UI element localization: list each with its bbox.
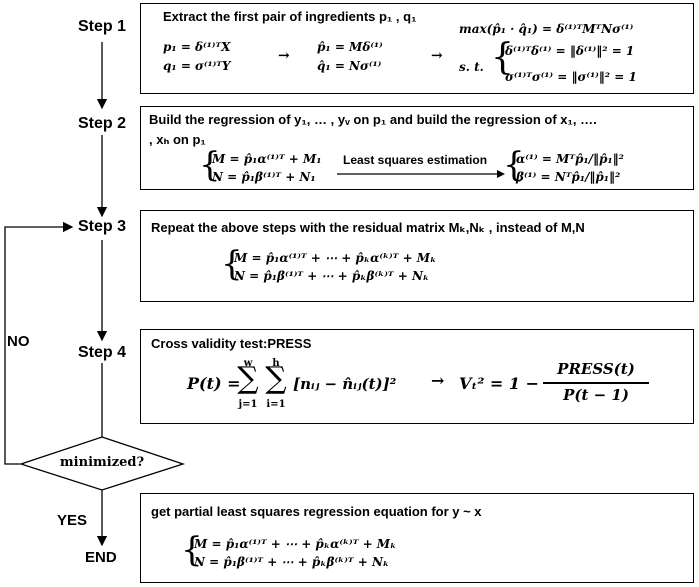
eq-v-numerator: PRESS(t) (557, 360, 635, 378)
sum-lower-i: i=1 (266, 399, 286, 410)
brace-2a: { (199, 145, 221, 185)
step-4-title: Cross validity test:PRESS (151, 336, 312, 351)
step-3-label: Step 3 (78, 218, 127, 235)
eq-p1-hat: p̂₁ = Mδ⁽¹⁾ (317, 40, 383, 54)
brace-1: { (491, 37, 514, 78)
eq-beta: β⁽¹⁾ = Nᵀp̂₁/‖p̂₁‖² (516, 170, 621, 184)
arrow-glyph-2: → (431, 48, 443, 64)
decision-label: minimized? (59, 455, 145, 470)
eq-v-denominator: P(t − 1) (563, 386, 629, 404)
sum-lower-j: j=1 (238, 399, 258, 410)
eq-max: max(p̂₁ · q̂₁) = δ⁽¹⁾ᵀMᵀNσ⁽¹⁾ (459, 22, 634, 36)
sum-upper-w: w (243, 358, 253, 369)
eq-n-step2: N = p̂₁β⁽¹⁾ᵀ + N₁ (212, 170, 316, 184)
eq-v-lhs: Vₜ² = 1 − (459, 374, 540, 393)
step-4-box: Cross validity test:PRESS P(t) = w ∑ j=1… (140, 329, 694, 424)
result-box: get partial least squares regression equ… (140, 493, 694, 583)
eq-p1: p₁ = δ⁽¹⁾ᵀX (163, 40, 231, 54)
step-3-title: Repeat the above steps with the residual… (151, 220, 585, 235)
step-2-title-line2: , xₕ on p₁ (149, 132, 206, 147)
eq-n-step3: N = p̂₁β⁽¹⁾ᵀ + ⋯ + p̂ₖβ⁽ᵏ⁾ᵀ + Nₖ (234, 269, 430, 283)
result-title: get partial least squares regression equ… (151, 504, 482, 519)
arrow-glyph-1: → (278, 48, 290, 64)
arrow-glyph-3: → (431, 371, 445, 390)
step-1-title: Extract the first pair of ingredients p₁… (163, 9, 417, 24)
eq-m-step2: M = p̂₁α⁽¹⁾ᵀ + M₁ (212, 152, 322, 166)
eq-press-lhs: P(t) = (187, 374, 241, 393)
sum-upper-h: h (272, 358, 280, 369)
arrow-no-loop (4, 221, 74, 465)
least-squares-arrow (337, 170, 505, 178)
step-2-title-line1: Build the regression of y₁, … , yᵥ on p₁… (149, 112, 597, 127)
constraint-delta: δ⁽¹⁾ᵀδ⁽¹⁾ = ‖δ⁽¹⁾‖² = 1 (505, 44, 635, 58)
step-1-label: Step 1 (78, 18, 127, 35)
sum-symbol-j: ∑ (237, 361, 259, 396)
yes-label: YES (57, 512, 88, 529)
eq-m-final: M = p̂₁α⁽¹⁾ᵀ + ⋯ + p̂ₖα⁽ᵏ⁾ᵀ + Mₖ (194, 537, 397, 551)
eq-m-step3: M = p̂₁α⁽¹⁾ᵀ + ⋯ + p̂ₖα⁽ᵏ⁾ᵀ + Mₖ (234, 251, 437, 265)
constraint-sigma: σ⁽¹⁾ᵀσ⁽¹⁾ = ‖σ⁽¹⁾‖² = 1 (505, 70, 637, 84)
step-4-label: Step 4 (78, 344, 127, 361)
step-3-box: Repeat the above steps with the residual… (140, 210, 694, 302)
step-2-box: Build the regression of y₁, … , yᵥ on p₁… (140, 106, 694, 190)
brace-2b: { (503, 145, 525, 185)
least-squares-label: Least squares estimation (343, 153, 488, 167)
brace-3: { (221, 244, 243, 284)
eq-q1-hat: q̂₁ = Nσ⁽¹⁾ (317, 59, 382, 73)
end-label: END (85, 549, 117, 566)
sum-symbol-i: ∑ (265, 361, 287, 396)
eq-q1: q₁ = σ⁽¹⁾ᵀY (163, 59, 231, 73)
st-label: s. t. (459, 60, 484, 74)
step-2-label: Step 2 (78, 115, 127, 132)
brace-5: { (181, 530, 203, 570)
step-1-box: Extract the first pair of ingredients p₁… (140, 3, 694, 94)
fraction-bar (543, 382, 649, 384)
no-label: NO (7, 333, 30, 350)
eq-alpha: α⁽¹⁾ = Mᵀp̂₁/‖p̂₁‖² (516, 152, 624, 166)
decision-diamond (18, 436, 186, 491)
eq-n-final: N = p̂₁β⁽¹⁾ᵀ + ⋯ + p̂ₖβ⁽ᵏ⁾ᵀ + Nₖ (194, 555, 390, 569)
eq-press-body: [nᵢⱼ − n̂ᵢⱼ(t)]² (293, 375, 397, 393)
